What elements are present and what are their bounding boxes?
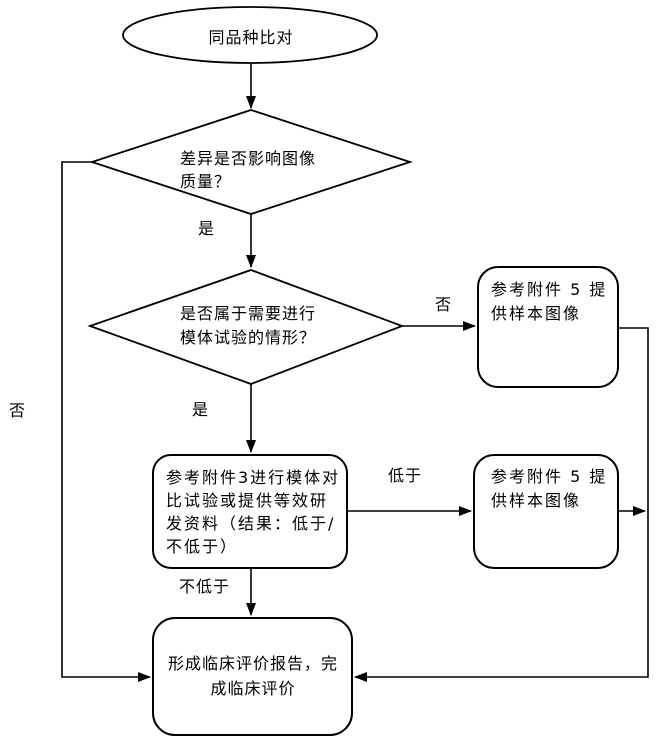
decision-image-quality-line1: 差异是否影响图像 [180, 149, 317, 168]
report-line1: 形成临床评价报告，完 [167, 654, 338, 673]
decision-phantom-test-label: 是否属于需要进行 模体试验的情形？ [180, 302, 316, 350]
annex3-test-line4: 不低于） [166, 537, 239, 556]
edge-label-yes-2: 是 [192, 400, 210, 419]
annex3-test-label: 参考附件3进行模体对 比试验或提供等效研 发资料（结果：低于/ 不低于） [166, 466, 340, 558]
start-label: 同品种比对 [208, 28, 294, 47]
edge-label-yes-1: 是 [198, 219, 216, 238]
report-label: 形成临床评价报告，完 成临床评价 [153, 651, 353, 701]
decision-phantom-test-line2: 模体试验的情形？ [180, 328, 317, 347]
annex3-test-line3: 发资料（结果：低于/ [166, 514, 336, 533]
process-annex3-phantom-comparison [152, 454, 348, 569]
edge-label-no-left: 否 [9, 401, 27, 420]
decision-image-quality-line2: 质量？ [180, 172, 232, 191]
terminator-start [122, 6, 378, 64]
process-clinical-evaluation-report [152, 617, 353, 736]
edge-label-no-1: 否 [435, 295, 453, 314]
annex3-test-line2: 比试验或提供等效研 [166, 491, 329, 510]
decision-phantom-test-case [87, 269, 405, 385]
edge-label-lower: 低于 [388, 466, 423, 485]
decision-image-quality [89, 109, 413, 215]
decision-image-quality-label: 差异是否影响图像 质量？ [180, 147, 316, 193]
annex5-top-label: 参考附件 5 提 供样本图像 [491, 278, 607, 326]
annex3-test-line1: 参考附件3进行模体对 [166, 468, 341, 487]
decision-phantom-test-line1: 是否属于需要进行 [180, 304, 317, 323]
edge-decision1-no-to-report [61, 161, 151, 682]
annex5-mid-line2: 供样本图像 [491, 491, 582, 510]
process-annex5-sample-images-top [477, 266, 619, 388]
edge-label-not-lower: 不低于 [179, 577, 231, 596]
process-annex5-sample-images-mid [473, 454, 619, 569]
annex5-top-line1: 参考附件 5 提 [491, 280, 608, 299]
annex5-mid-label: 参考附件 5 提 供样本图像 [491, 465, 607, 513]
edge-annex5-top-to-report [354, 327, 649, 682]
annex5-mid-line1: 参考附件 5 提 [491, 467, 608, 486]
annex5-top-line2: 供样本图像 [491, 304, 582, 323]
report-line2: 成临床评价 [210, 679, 296, 698]
